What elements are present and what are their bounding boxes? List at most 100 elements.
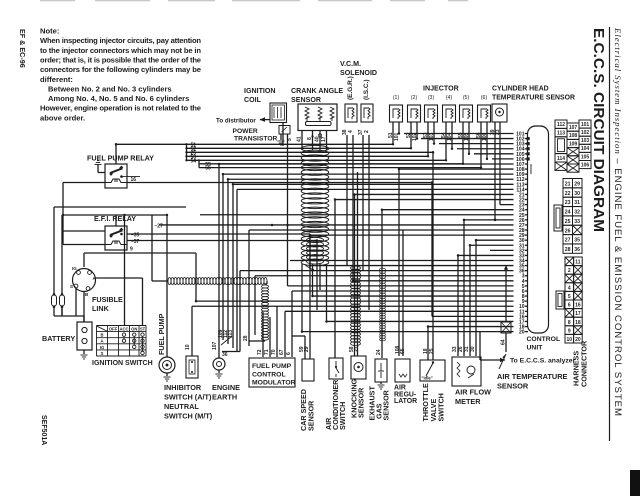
svg-text:109: 109 bbox=[218, 329, 224, 338]
svg-text:41: 41 bbox=[297, 136, 303, 142]
svg-text:POWER: POWER bbox=[233, 128, 258, 135]
svg-text:25: 25 bbox=[191, 150, 197, 156]
svg-text:53: 53 bbox=[423, 132, 429, 138]
svg-text:23: 23 bbox=[495, 129, 501, 135]
svg-text:113: 113 bbox=[228, 330, 234, 338]
svg-text:103: 103 bbox=[581, 138, 590, 144]
svg-text:(E.G.R.): (E.G.R.) bbox=[347, 76, 354, 100]
svg-text:(1): (1) bbox=[393, 95, 400, 101]
svg-text:CONDITIONER: CONDITIONER bbox=[331, 379, 340, 430]
svg-text:101: 101 bbox=[581, 122, 590, 128]
svg-text:CYLINDER HEAD: CYLINDER HEAD bbox=[492, 86, 549, 93]
svg-text:105: 105 bbox=[516, 152, 525, 158]
svg-text:104: 104 bbox=[581, 146, 590, 152]
svg-text:EARTH: EARTH bbox=[212, 393, 237, 402]
svg-text:5: 5 bbox=[287, 138, 293, 141]
svg-text:AIR TEMPERATURE: AIR TEMPERATURE bbox=[497, 372, 568, 381]
svg-text:22: 22 bbox=[565, 191, 571, 197]
svg-text:4: 4 bbox=[348, 130, 354, 133]
svg-text:–55: –55 bbox=[203, 162, 212, 168]
svg-text:29: 29 bbox=[519, 233, 525, 239]
svg-text:56: 56 bbox=[476, 132, 482, 138]
svg-text:(5): (5) bbox=[463, 95, 470, 101]
svg-text:TEMPERATURE SENSOR: TEMPERATURE SENSOR bbox=[492, 95, 575, 102]
svg-text:When inspecting injector circu: When inspecting injector circuits, pay a… bbox=[40, 36, 201, 45]
svg-text:connectors for the following c: connectors for the following cylinders m… bbox=[40, 65, 201, 74]
svg-text:30: 30 bbox=[519, 238, 525, 244]
svg-text:25: 25 bbox=[519, 213, 525, 219]
svg-text:10: 10 bbox=[185, 344, 191, 350]
svg-text:102: 102 bbox=[581, 130, 590, 136]
svg-text:NEUTRAL: NEUTRAL bbox=[164, 402, 199, 411]
svg-text:28: 28 bbox=[565, 247, 571, 253]
svg-text:27: 27 bbox=[565, 238, 571, 244]
svg-text:B: B bbox=[100, 333, 103, 338]
svg-text:106: 106 bbox=[581, 162, 590, 168]
svg-text:Note:: Note: bbox=[40, 27, 59, 36]
svg-text:VALVE: VALVE bbox=[429, 398, 438, 421]
svg-text:(6): (6) bbox=[481, 95, 488, 101]
svg-text:SWITCH (A/T): SWITCH (A/T) bbox=[164, 393, 212, 402]
svg-text:32: 32 bbox=[574, 210, 580, 216]
svg-text:70: 70 bbox=[271, 349, 277, 355]
svg-text:SEF501A: SEF501A bbox=[40, 415, 47, 445]
svg-text:109: 109 bbox=[516, 172, 525, 178]
svg-text:10: 10 bbox=[567, 337, 573, 343]
svg-text:A: A bbox=[100, 339, 103, 344]
svg-text:However, engine operation is n: However, engine operation is not related… bbox=[40, 104, 201, 113]
svg-text:CONTROL: CONTROL bbox=[252, 372, 286, 379]
svg-text:MODULATOR: MODULATOR bbox=[252, 380, 296, 387]
svg-text:to the injector connectors whi: to the injector connectors which may not… bbox=[40, 46, 201, 55]
svg-text:9: 9 bbox=[568, 328, 571, 334]
svg-text:"idle": "idle" bbox=[422, 376, 433, 381]
svg-text:TRANSISTOR: TRANSISTOR bbox=[234, 136, 278, 143]
svg-text:AIR: AIR bbox=[394, 385, 406, 392]
svg-text:FUEL PUMP: FUEL PUMP bbox=[157, 313, 166, 355]
svg-text:IGNITION: IGNITION bbox=[244, 87, 276, 95]
svg-text:112: 112 bbox=[223, 330, 229, 338]
svg-text:101: 101 bbox=[394, 132, 400, 141]
svg-text:2: 2 bbox=[364, 130, 370, 133]
svg-text:30: 30 bbox=[574, 191, 580, 197]
svg-text:16: 16 bbox=[519, 314, 525, 320]
svg-text:IG: IG bbox=[100, 345, 104, 350]
svg-text:71: 71 bbox=[264, 349, 270, 355]
svg-text:18: 18 bbox=[575, 320, 581, 326]
svg-text:107: 107 bbox=[569, 125, 578, 131]
svg-text:22: 22 bbox=[519, 198, 525, 204]
svg-text:59: 59 bbox=[299, 346, 305, 352]
svg-text:23: 23 bbox=[519, 203, 525, 209]
svg-text:37: 37 bbox=[358, 129, 364, 135]
svg-text:16: 16 bbox=[575, 303, 581, 309]
svg-text:CAR SPEED: CAR SPEED bbox=[299, 389, 308, 431]
svg-text:32: 32 bbox=[519, 248, 525, 254]
svg-text:A: A bbox=[93, 276, 97, 281]
svg-text:EXHAUST: EXHAUST bbox=[368, 386, 377, 421]
svg-text:SENSOR: SENSOR bbox=[307, 400, 316, 431]
svg-text:108: 108 bbox=[395, 345, 401, 354]
svg-text:IG: IG bbox=[72, 266, 77, 271]
svg-text:S: S bbox=[70, 284, 73, 289]
svg-text:–57: –57 bbox=[131, 239, 140, 245]
svg-text:72: 72 bbox=[257, 349, 263, 355]
svg-text:SWITCH: SWITCH bbox=[338, 402, 347, 430]
svg-text:SENSOR: SENSOR bbox=[357, 387, 366, 418]
svg-text:HARNESS: HARNESS bbox=[572, 351, 581, 386]
svg-text:16: 16 bbox=[131, 177, 137, 183]
svg-text:4: 4 bbox=[568, 285, 571, 291]
svg-text:21: 21 bbox=[354, 346, 360, 352]
svg-text:8: 8 bbox=[568, 320, 571, 326]
svg-text:26: 26 bbox=[565, 228, 571, 234]
svg-text:28: 28 bbox=[243, 335, 249, 341]
svg-text:114: 114 bbox=[516, 187, 524, 193]
svg-text:52: 52 bbox=[406, 132, 412, 138]
svg-text:24: 24 bbox=[376, 349, 382, 355]
svg-text:Electrical System Inspection –: Electrical System Inspection – ENGINE FU… bbox=[612, 27, 623, 416]
svg-text:108: 108 bbox=[516, 167, 525, 173]
svg-text:36: 36 bbox=[222, 352, 228, 358]
svg-text:36: 36 bbox=[519, 269, 525, 275]
svg-text:INJECTOR: INJECTOR bbox=[423, 85, 459, 93]
svg-text:ON: ON bbox=[131, 327, 137, 332]
svg-text:SWITCH: SWITCH bbox=[437, 393, 446, 421]
svg-text:107: 107 bbox=[516, 162, 525, 168]
